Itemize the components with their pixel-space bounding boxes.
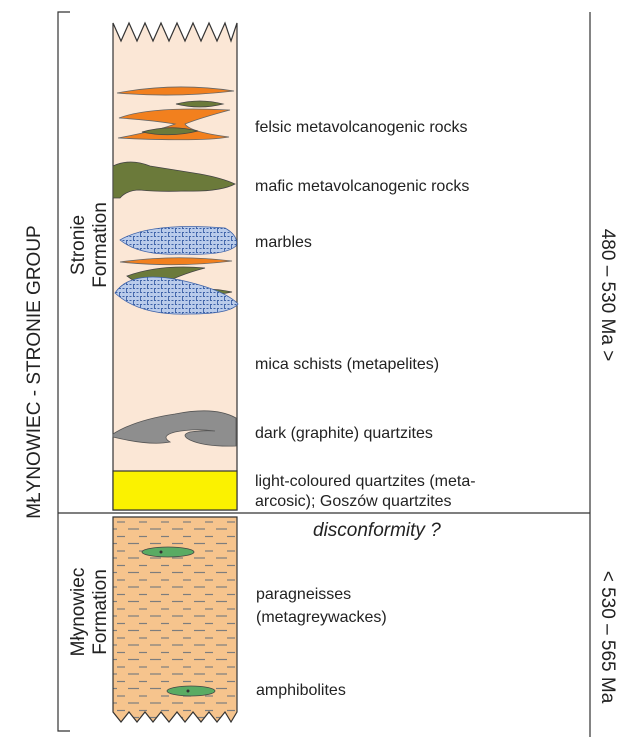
mlynowiec-formation-line1: Młynowiec: [68, 568, 89, 657]
felsic-lens: [117, 108, 231, 141]
paragneisses-label-1: paragneisses: [256, 586, 351, 603]
light-quartzites-label-2: arcosic); Goszów quartzites: [255, 493, 452, 510]
graphite-quartzites-label: dark (graphite) quartzites: [255, 425, 433, 442]
mlynowiec-formation-line2: Formation: [90, 569, 111, 655]
upper-age-label: 480 – 530 Ma >: [597, 229, 618, 362]
mlynowiec-column: [112, 516, 238, 724]
mafic-lens: [112, 161, 236, 199]
amphibolite-lens: [166, 685, 216, 697]
marbles-label: marbles: [255, 234, 312, 251]
amphibolite-lens: [141, 546, 195, 558]
mafic-lens: [175, 100, 225, 108]
felsic-lens: [119, 257, 233, 266]
lower-age-label: < 530 – 565 Ma: [597, 571, 618, 704]
disconformity-label: disconformity ?: [313, 520, 441, 541]
group-bracket: [57, 11, 70, 732]
mafic-lens: [141, 127, 199, 136]
mica-schists-label: mica schists (metapelites): [255, 356, 439, 373]
amphibolites-label: amphibolites: [256, 682, 346, 699]
stronie-formation-line2: Formation: [90, 202, 111, 288]
felsic-lens: [116, 86, 235, 96]
paragneisses-label-2: (metagreywackes): [256, 609, 387, 626]
graphite-quartzite-lens: [112, 410, 237, 447]
mafic-label: mafic metavolcanogenic rocks: [255, 178, 469, 195]
stronie-column: [112, 21, 238, 511]
felsic-label: felsic metavolcanogenic rocks: [255, 119, 468, 136]
stronie-formation-line1: Stronie: [68, 215, 89, 275]
marble-lens: [114, 276, 239, 315]
marble-lens: [119, 226, 237, 255]
light-quartzites-label-1: light-coloured quartzites (meta-: [255, 473, 476, 490]
light-quartzite-layer: [112, 470, 238, 511]
group-label: MŁYNOWIEC - STRONIE GROUP: [24, 225, 45, 518]
